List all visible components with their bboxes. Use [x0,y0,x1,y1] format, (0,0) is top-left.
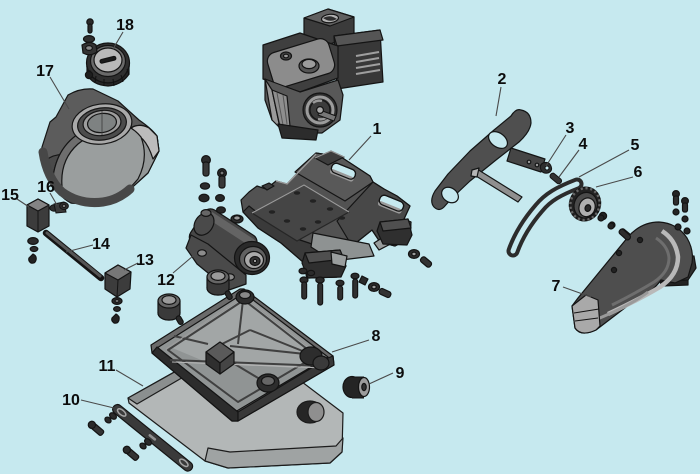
svg-text:17: 17 [36,63,54,80]
svg-text:5: 5 [631,137,640,154]
svg-text:12: 12 [157,272,175,289]
svg-text:10: 10 [62,392,80,409]
svg-text:13: 13 [136,252,154,269]
svg-text:16: 16 [37,179,55,196]
svg-text:18: 18 [116,17,134,34]
svg-text:6: 6 [634,164,643,181]
svg-text:14: 14 [92,236,110,253]
svg-text:8: 8 [372,328,381,345]
svg-text:1: 1 [373,121,382,138]
svg-text:9: 9 [396,365,405,382]
svg-text:3: 3 [566,120,575,137]
svg-text:7: 7 [552,278,561,295]
svg-text:4: 4 [579,136,588,153]
svg-text:15: 15 [1,187,19,204]
svg-text:11: 11 [99,358,116,375]
svg-text:2: 2 [498,71,507,88]
